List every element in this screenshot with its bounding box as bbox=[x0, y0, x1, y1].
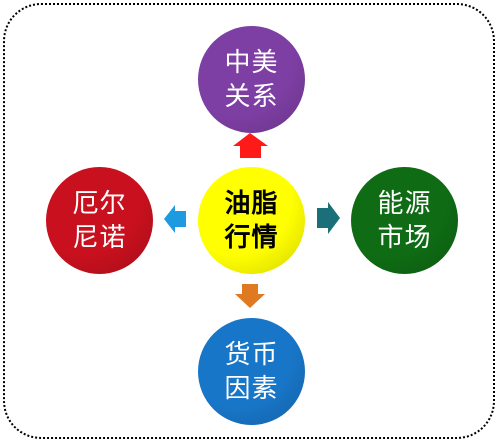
node-label-line-2: 因素 bbox=[224, 373, 279, 404]
diagram-frame bbox=[3, 3, 495, 439]
node-label-line-2: 关系 bbox=[224, 81, 279, 112]
node-sino-us-relations: 中美 关系 bbox=[198, 26, 305, 133]
arrow-left-icon bbox=[164, 205, 186, 233]
arrow-right-icon bbox=[317, 202, 340, 234]
node-oil-market: 油脂 行情 bbox=[198, 167, 305, 274]
node-label-line-1: 货币 bbox=[224, 339, 279, 370]
node-energy-market: 能源 市场 bbox=[351, 167, 458, 274]
node-el-nino: 厄尔 尼诺 bbox=[46, 167, 153, 274]
node-label-line-2: 市场 bbox=[377, 222, 432, 253]
node-currency-factors: 货币 因素 bbox=[198, 318, 305, 425]
arrow-down-icon bbox=[235, 284, 265, 308]
node-label-line-1: 厄尔 bbox=[72, 188, 127, 219]
node-label-line-1: 中美 bbox=[224, 47, 279, 78]
node-label-line-1: 能源 bbox=[377, 188, 432, 219]
node-label-line-1: 油脂 bbox=[224, 188, 279, 219]
arrow-up-icon bbox=[233, 133, 268, 158]
node-label-line-2: 行情 bbox=[224, 222, 279, 253]
node-label-line-2: 尼诺 bbox=[72, 222, 127, 253]
